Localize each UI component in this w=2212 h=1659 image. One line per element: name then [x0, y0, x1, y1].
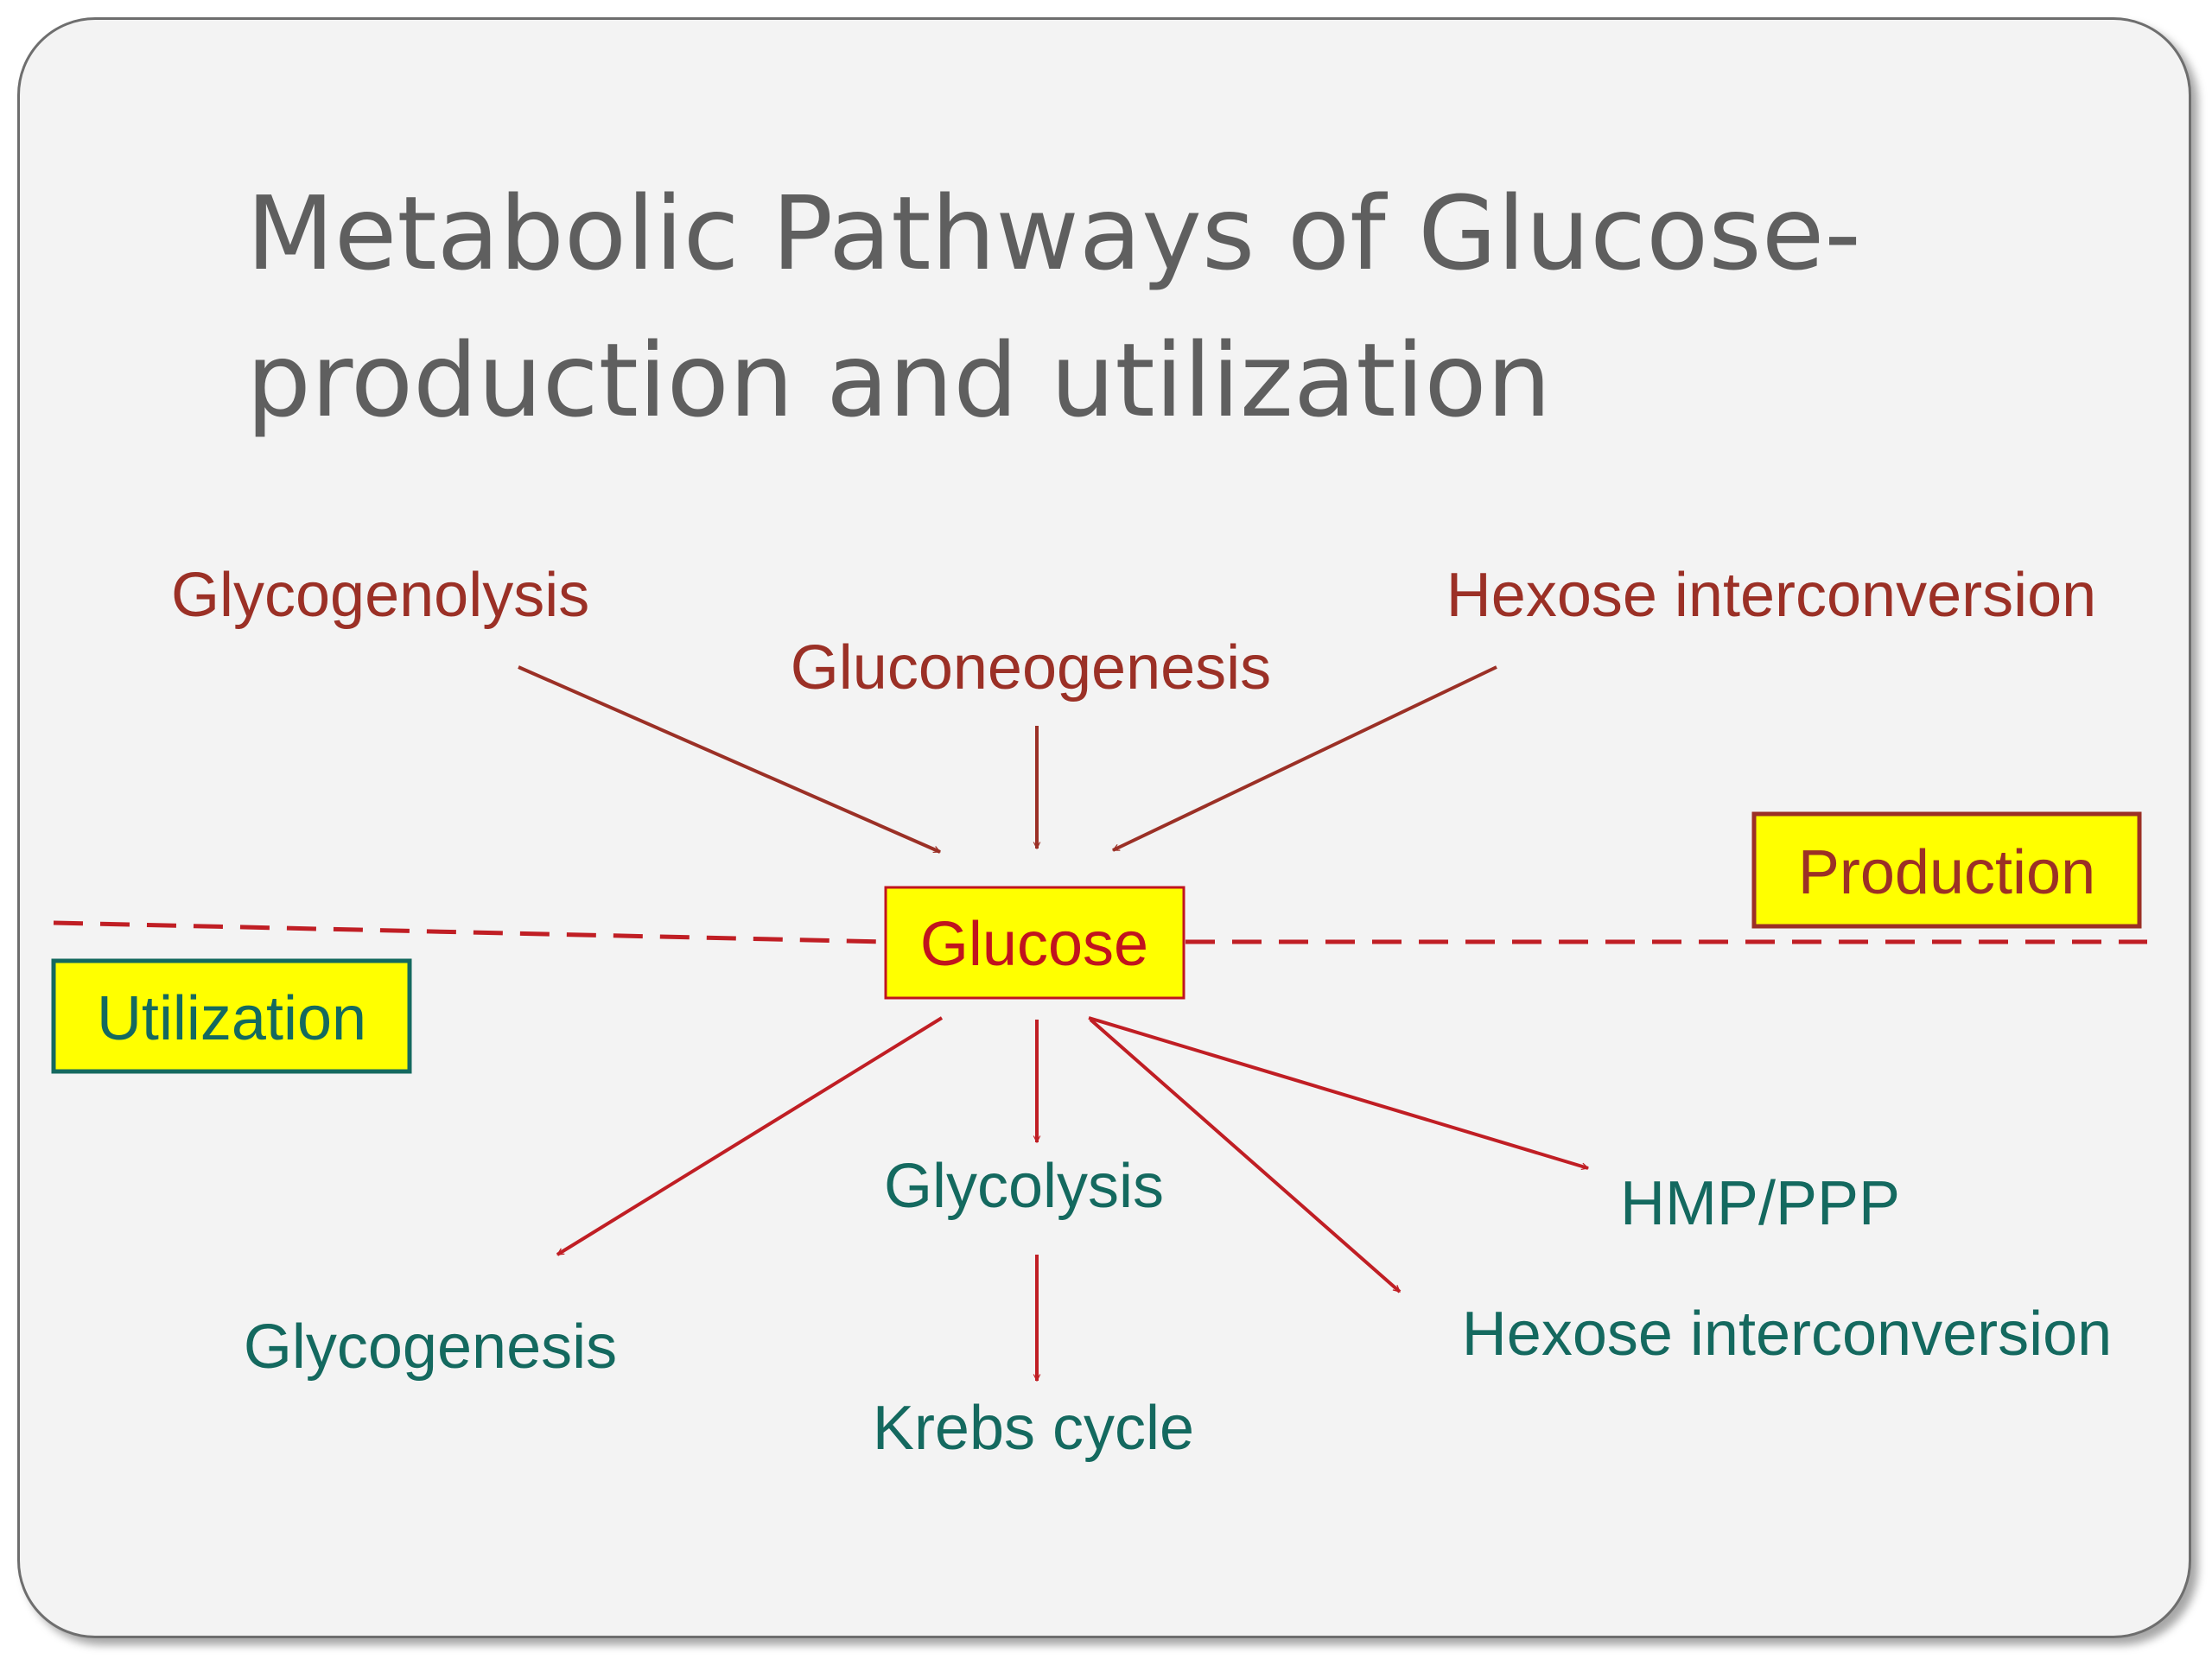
label-glycolysis: Glycolysis	[884, 1152, 1164, 1221]
label-glycogenesis: Glycogenesis	[244, 1313, 617, 1382]
label-hmp-ppp: HMP/PPP	[1620, 1169, 1900, 1238]
slide-title: Metabolic Pathways of Glucose- productio…	[246, 160, 1974, 454]
label-krebs-cycle: Krebs cycle	[873, 1394, 1194, 1463]
title-line-1: Metabolic Pathways of Glucose-	[246, 174, 1861, 293]
arrow-glucose-to-hmp	[1088, 1016, 1588, 1168]
utilization-box	[51, 958, 412, 1074]
title-line-2: production and utilization	[246, 321, 1552, 440]
glucose-box	[884, 886, 1185, 1000]
arrow-hexose-to-glucose	[1113, 665, 1497, 852]
glucose-label: Glucose	[920, 910, 1148, 979]
label-hexose-interconversion-production: Hexose interconversion	[1446, 561, 2096, 630]
label-hexose-interconversion-utilization: Hexose interconversion	[1462, 1300, 2112, 1369]
utilization-label: Utilization	[97, 984, 366, 1053]
arrow-glucose-to-glycogenesis	[557, 1016, 944, 1256]
label-glycogenolysis: Glycogenolysis	[171, 561, 589, 630]
production-box	[1751, 811, 2142, 929]
arrow-glycogenolysis-to-glucose	[518, 665, 940, 854]
divider-line-left	[53, 920, 887, 944]
label-gluconeogenesis: Gluconeogenesis	[791, 633, 1271, 702]
arrow-glucose-to-hexose	[1089, 1018, 1402, 1294]
production-label: Production	[1798, 838, 2095, 907]
